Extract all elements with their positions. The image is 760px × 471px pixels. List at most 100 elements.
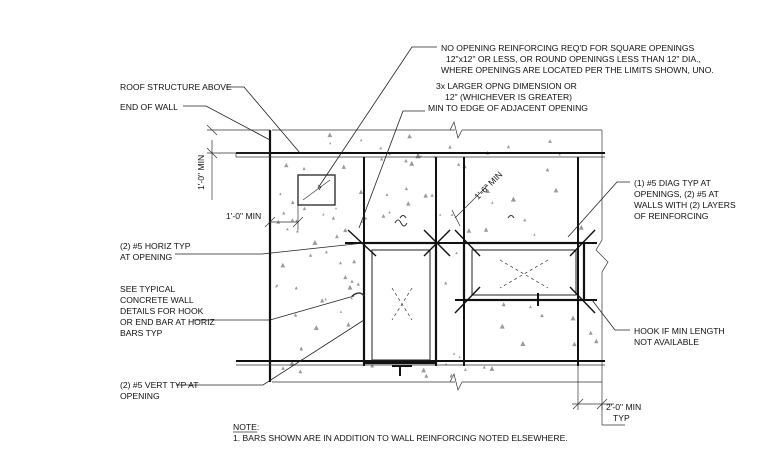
concrete-speck xyxy=(456,162,461,166)
callout-horiz-bars: (2) #5 HORIZ TYP AT OPENING xyxy=(120,241,191,262)
concrete-speck xyxy=(339,310,343,313)
callout-vert-bars: (2) #5 VERT TYP AT OPENING xyxy=(120,380,199,401)
concrete-speck xyxy=(430,193,434,197)
concrete-speck xyxy=(415,152,421,158)
svg-text:MIN TO EDGE OF ADJACENT OPENIN: MIN TO EDGE OF ADJACENT OPENING xyxy=(428,103,588,113)
concrete-speck xyxy=(406,201,411,206)
concrete-speck xyxy=(594,338,599,344)
concrete-speck xyxy=(341,164,346,169)
dim-diag-min: 1'-6" MIN xyxy=(451,169,504,227)
concrete-speck xyxy=(308,253,313,257)
concrete-speck xyxy=(320,298,325,303)
concrete-speck xyxy=(421,367,427,373)
svg-text:SEE TYPICAL: SEE TYPICAL xyxy=(120,284,175,294)
svg-text:WALLS WITH (2) LAYERS: WALLS WITH (2) LAYERS xyxy=(634,200,736,210)
svg-text:DETAILS FOR HOOK: DETAILS FOR HOOK xyxy=(120,306,204,316)
concrete-speck xyxy=(322,213,325,216)
concrete-speck xyxy=(424,373,429,378)
svg-text:OR END BAR AT HORIZ: OR END BAR AT HORIZ xyxy=(120,317,215,327)
concrete-speck xyxy=(409,160,415,166)
concrete-speck xyxy=(388,211,391,214)
concrete-speck xyxy=(286,227,289,231)
dim-bottom-min: 2'-0" MIN TYP xyxy=(572,366,641,426)
svg-text:(2) #5 VERT TYP AT: (2) #5 VERT TYP AT xyxy=(120,380,199,390)
concrete-speck xyxy=(404,186,409,191)
wall-right-break xyxy=(595,130,609,382)
break-symbol-top xyxy=(449,120,463,140)
concrete-speck xyxy=(423,193,428,198)
svg-text:OPENING: OPENING xyxy=(120,391,160,401)
concrete-speck xyxy=(324,250,328,254)
dim-bottom-min-label-2: TYP xyxy=(613,413,630,423)
concrete-speck xyxy=(379,157,384,161)
tall-opening xyxy=(345,157,455,376)
callout-larger-opng: 3x LARGER OPNG DIMENSION OR 12" (WHICHEV… xyxy=(428,81,588,113)
concrete-speck xyxy=(293,313,298,317)
wall-reinforcing xyxy=(235,152,605,366)
concrete-speck xyxy=(419,154,423,158)
concrete-speck xyxy=(483,227,489,232)
concrete-speck xyxy=(364,216,368,220)
dim-horiz-min-label: 1'-0" MIN xyxy=(226,211,261,221)
concrete-speck xyxy=(506,145,511,149)
concrete-speck xyxy=(458,355,461,358)
callout-see-typical: SEE TYPICAL CONCRETE WALL DETAILS FOR HO… xyxy=(120,284,215,338)
concrete-speck xyxy=(450,213,454,216)
dim-diag-min-label: 1'-6" MIN xyxy=(472,169,504,201)
concrete-speck xyxy=(296,229,299,233)
svg-text:BARS TYP: BARS TYP xyxy=(120,328,163,338)
concrete-speck xyxy=(335,234,339,239)
concrete-speck xyxy=(281,366,285,370)
svg-text:3x LARGER OPNG DIMENSION OR: 3x LARGER OPNG DIMENSION OR xyxy=(436,81,577,91)
concrete-speck xyxy=(295,219,299,223)
concrete-speck xyxy=(324,297,327,301)
concrete-speck xyxy=(553,187,559,193)
concrete-speckle xyxy=(275,132,599,378)
concrete-speck xyxy=(545,167,550,172)
concrete-speck xyxy=(302,206,307,211)
note-item-1: 1. BARS SHOWN ARE IN ADDITION TO WALL RE… xyxy=(233,433,568,443)
concrete-speck xyxy=(312,239,318,245)
concrete-speck xyxy=(489,366,495,371)
concrete-speck xyxy=(352,259,357,264)
concrete-speck xyxy=(482,365,486,369)
concrete-speck xyxy=(444,281,448,285)
concrete-speck xyxy=(540,313,544,318)
concrete-speck xyxy=(290,200,295,204)
dim-vert-min: 1'-0" MIN xyxy=(196,124,270,200)
concrete-speck xyxy=(282,211,286,215)
concrete-speck xyxy=(448,145,452,149)
concrete-speck xyxy=(520,340,526,346)
concrete-speck xyxy=(453,352,456,355)
svg-text:NOT AVAILABLE: NOT AVAILABLE xyxy=(634,337,699,347)
concrete-speck xyxy=(466,228,472,233)
note-heading: NOTE: xyxy=(233,422,259,432)
concrete-speck xyxy=(279,192,282,196)
concrete-speck xyxy=(327,132,333,138)
concrete-speck xyxy=(578,224,584,230)
concrete-speck xyxy=(528,305,532,309)
concrete-speck xyxy=(510,196,516,202)
concrete-speck xyxy=(439,213,442,216)
concrete-speck xyxy=(548,139,552,143)
svg-text:(1) #5 DIAG TYP AT: (1) #5 DIAG TYP AT xyxy=(634,178,712,188)
concrete-speck xyxy=(485,188,490,193)
concrete-speck xyxy=(290,218,294,222)
concrete-speck xyxy=(294,286,298,290)
concrete-speck xyxy=(588,330,593,335)
concrete-speck xyxy=(523,218,527,222)
concrete-speck xyxy=(463,367,467,371)
svg-text:HOOK IF MIN LENGTH: HOOK IF MIN LENGTH xyxy=(634,326,725,336)
callout-end-of-wall: END OF WALL xyxy=(120,102,178,112)
concrete-speck xyxy=(280,262,286,268)
concrete-speck xyxy=(313,325,319,330)
concrete-speck xyxy=(361,220,364,223)
dim-vert-min-label: 1'-0" MIN xyxy=(196,155,206,190)
break-symbol-bottom xyxy=(449,372,463,392)
callout-roof-structure: ROOF STRUCTURE ABOVE xyxy=(120,82,232,92)
concrete-speck xyxy=(302,166,306,171)
concrete-speck xyxy=(570,315,576,321)
concrete-speck xyxy=(499,323,505,329)
concrete-speck xyxy=(558,153,561,156)
